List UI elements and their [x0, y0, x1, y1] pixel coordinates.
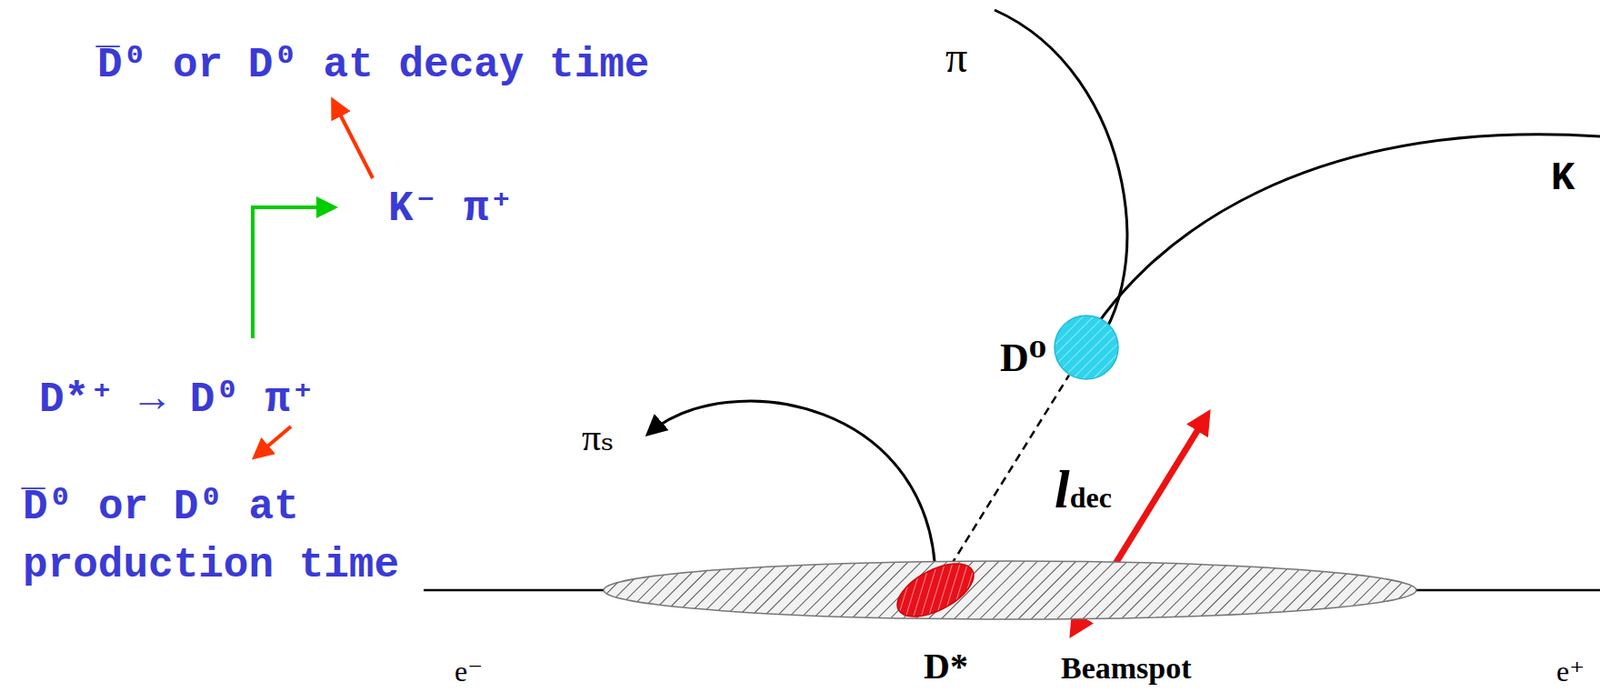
green-arrow [252, 207, 335, 339]
beamspot-shape [603, 560, 1417, 620]
orange-arrow [254, 426, 291, 458]
decay-products: K⁻ π⁺ [388, 180, 514, 239]
node-label: D* [923, 644, 969, 688]
decay-length-label: ldec [1054, 458, 1112, 521]
node-outline [1053, 314, 1120, 380]
dstar-vertex: D* [890, 563, 980, 617]
kaon-track [1072, 134, 1600, 364]
beam-label: e⁻ [454, 653, 483, 689]
orange-arrow [332, 100, 373, 179]
production-vertex [889, 552, 982, 628]
node-label: Beamspot [1060, 650, 1192, 686]
node-outline [601, 559, 1419, 621]
track-label: K [1550, 155, 1575, 201]
node-outline [890, 563, 980, 617]
dstar-decay: D*⁺ → D⁰ π⁺ [39, 370, 316, 430]
track-label: π [945, 31, 968, 82]
flight-path [950, 375, 1070, 566]
production-time-note: D̅⁰ or D⁰ at production time [22, 478, 450, 595]
track-label: πₛ [581, 414, 614, 460]
node-label: D⁰ [1000, 333, 1047, 381]
decay-vertex [1054, 315, 1119, 380]
decay-time-note: D̅⁰ or D⁰ at decay time [97, 36, 650, 95]
beam-label: e⁺ [1556, 653, 1585, 689]
beamspot-ellipse: BeamspotD* [601, 559, 1419, 621]
d0-vertex: D⁰ [1053, 314, 1120, 380]
